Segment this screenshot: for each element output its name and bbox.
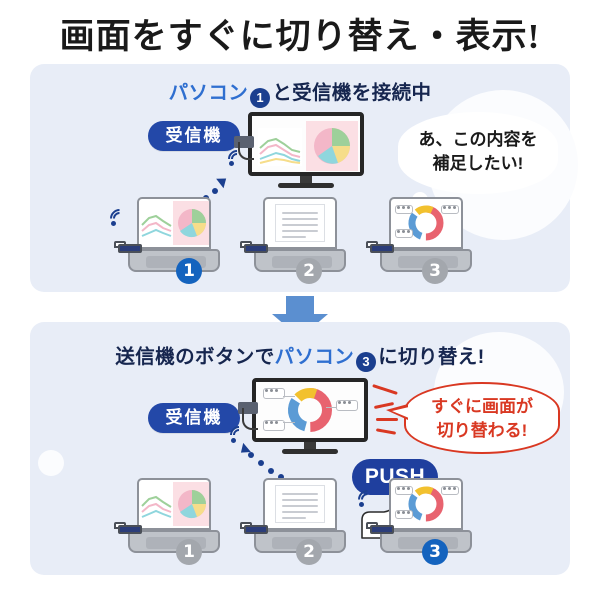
donut-chart-graphic <box>256 382 364 438</box>
monitor-neck <box>300 176 312 184</box>
page-title: 画面をすぐに切り替え・表示! <box>59 17 541 56</box>
heading-number-badge: 3 <box>356 352 377 372</box>
wifi-icon-top <box>224 146 250 172</box>
laptop-screen <box>263 478 337 530</box>
receiver-badge-top: 受信機 <box>148 121 240 151</box>
wifi-dot <box>229 161 234 166</box>
pie-chart-card <box>173 482 209 526</box>
laptop-2-number-badge-bottom: 2 <box>296 539 322 565</box>
line-chart-graphic <box>141 484 173 524</box>
laptop-screen <box>137 197 211 249</box>
monitor-base <box>282 449 338 454</box>
monitor-screen <box>252 378 368 442</box>
pie-chart-card <box>173 201 209 245</box>
heading-number-badge: 1 <box>250 88 271 108</box>
thought-bubble-line2: 補足したい! <box>432 154 524 173</box>
receiver-badge-bottom: 受信機 <box>148 403 240 433</box>
transmitter-dongle[interactable] <box>114 522 144 536</box>
pie-chart-svg <box>314 128 351 164</box>
callout-tail-inner <box>392 407 409 418</box>
laptop-1-bottom <box>114 478 220 553</box>
decor-blob <box>522 192 536 206</box>
heading-suffix: と受信機を接続中 <box>272 82 432 104</box>
transmitter-dongle[interactable] <box>114 241 144 255</box>
document-graphic <box>275 204 325 242</box>
wifi-icon-bottom <box>226 422 252 448</box>
laptop-screen <box>137 478 211 530</box>
callout-bubble-bottom: すぐに画面が 切り替わる! <box>404 382 560 454</box>
laptop-2-number-badge-top: 2 <box>296 258 322 284</box>
transmitter-dongle[interactable] <box>240 241 270 255</box>
heading-prefix: 送信機のボタンで <box>115 346 275 368</box>
monitor-top <box>234 112 364 190</box>
heading-pc-label: パソコン <box>168 82 249 104</box>
line-chart-svg <box>259 137 301 164</box>
monitor-base <box>278 183 334 188</box>
laptop-1-number-badge-bottom: 1 <box>176 539 202 565</box>
donut-chart-graphic <box>391 199 461 247</box>
laptop-screen <box>263 197 337 249</box>
laptop-3-number-badge-top: 3 <box>422 258 448 284</box>
laptop-screen <box>389 197 463 249</box>
document-graphic <box>275 485 325 523</box>
wifi-icon-laptop-1-top <box>106 205 133 232</box>
decor-blob <box>482 204 502 224</box>
monitor-bottom <box>238 378 368 456</box>
laptop-1-top <box>114 197 220 272</box>
wifi-icon-laptop-3-bottom <box>354 486 381 513</box>
thought-bubble-line1: あ、この内容を <box>418 130 538 149</box>
callout-line1: すぐに画面が <box>431 397 533 416</box>
decor-blob <box>38 450 64 476</box>
line-chart-graphic <box>258 128 302 166</box>
transmitter-dongle[interactable] <box>240 522 270 536</box>
laptop-2-bottom <box>240 478 346 553</box>
thought-bubble-top: あ、この内容を 補足したい! <box>398 112 558 194</box>
heading-pc-label: パソコン <box>274 346 355 368</box>
laptop-3-number-badge-bottom: 3 <box>422 539 448 565</box>
laptop-screen <box>389 478 463 530</box>
heading-suffix: に切り替え! <box>378 346 485 368</box>
transmitter-dongle[interactable] <box>366 522 396 536</box>
pie-chart-card <box>306 121 358 171</box>
receiver-cable-top <box>238 142 254 160</box>
monitor-neck <box>304 442 316 450</box>
line-chart-graphic <box>141 203 173 243</box>
callout-line2: 切り替わる! <box>436 421 528 440</box>
laptop-1-number-badge-top: 1 <box>176 258 202 284</box>
receiver-cable-bottom <box>242 408 258 430</box>
transmitter-dongle[interactable] <box>366 241 396 255</box>
monitor-screen <box>248 112 364 176</box>
donut-chart-graphic <box>391 480 461 528</box>
